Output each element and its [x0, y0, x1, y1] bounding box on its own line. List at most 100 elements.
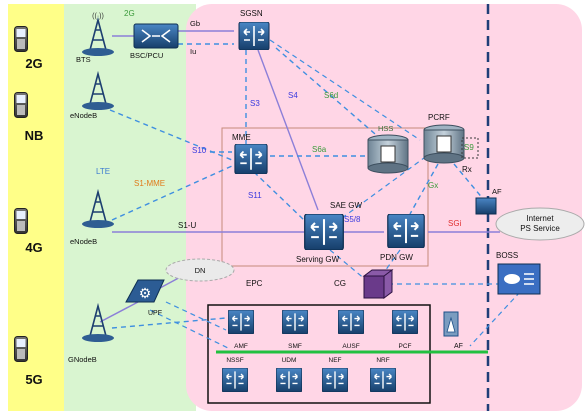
pcrf-label: PCRF: [428, 113, 450, 122]
tower-icon: [89, 188, 107, 223]
phone-icon: [14, 208, 28, 234]
gnodeb-tower: GNodeB: [68, 302, 114, 364]
nf-icon: [228, 310, 254, 334]
s9-box: [461, 137, 479, 159]
tower-base: [82, 220, 114, 228]
sgsn-node: SGSN: [237, 9, 271, 50]
link-s4: [257, 49, 319, 211]
internet-label: Internet: [526, 214, 554, 223]
phone-icon: [14, 26, 28, 52]
enodeb-nb-tower: eNodeB: [70, 70, 114, 120]
access-band: [64, 4, 196, 411]
core-band: [186, 4, 582, 411]
nf-label-top-0: AMF: [234, 343, 248, 350]
tower-base: [82, 48, 114, 56]
tower-icon: [89, 70, 107, 105]
bsc-label: BSC/PCU: [130, 51, 163, 60]
iface-s6a: S6a: [312, 145, 327, 154]
link-upf-bus: [149, 309, 229, 349]
link-rx: [453, 163, 485, 201]
wave-icon: ((·)): [92, 13, 104, 20]
boss-label: BOSS: [496, 251, 518, 260]
iface-rx: Rx: [462, 165, 472, 174]
tower-icon: [89, 302, 107, 337]
link-upf-5gc: [165, 301, 227, 331]
nf-label-bottom-3: NRF: [376, 357, 389, 364]
nf-icon: [222, 368, 248, 392]
link-s11: [253, 171, 305, 221]
upf-icon: [125, 279, 165, 303]
pcrf-node: PCRF: [423, 113, 479, 164]
iface-s10: S10: [192, 146, 207, 155]
bts-label: BTS: [76, 55, 91, 64]
link-sgw-cg: [329, 249, 367, 281]
lte-label: LTE: [96, 167, 110, 176]
iface-s9: S9: [464, 143, 474, 152]
nf-label-top-1: SMF: [288, 343, 302, 350]
5g-core-functions: AMF SMF AUSF PCF NSSF UDM NEF NRF: [222, 310, 418, 392]
hss-node: HSS: [367, 124, 409, 174]
gnodeb-label: GNodeB: [68, 355, 97, 364]
enodeb-lte-label: eNodeB: [70, 237, 97, 246]
gear-icon: ⚙: [139, 285, 152, 301]
mme-node: MME: [232, 133, 269, 174]
nf-icon: [392, 310, 418, 334]
dn-cloud: DN: [165, 258, 235, 282]
nf-icon: [338, 310, 364, 334]
nf-icon: [282, 310, 308, 334]
sae-gw-label: SAE GW: [330, 201, 362, 210]
phone-icon: [14, 336, 28, 362]
nf-icon: [370, 368, 396, 392]
pdn-gw-label: PDN GW: [380, 253, 413, 262]
5g-core-box: [207, 304, 431, 404]
pdn-gw-icon: [386, 214, 426, 248]
iface-s5s8: S5/8: [344, 215, 361, 224]
af-5g-label: AF: [454, 343, 463, 350]
document-icon: [436, 135, 452, 153]
nf-label-bottom-0: NSSF: [226, 357, 243, 364]
5g-af-node: AF: [443, 311, 463, 350]
nf-label-top-2: AUSF: [342, 343, 359, 350]
nf-label-top-3: PCF: [399, 343, 412, 350]
tower-base: [82, 334, 114, 342]
serving-gw-label: Serving GW: [296, 255, 340, 264]
iface-iu: Iu: [190, 47, 196, 56]
ps-service-label: PS Service: [520, 224, 560, 233]
sgsn-icon: [237, 22, 271, 50]
nf-label-bottom-1: UDM: [282, 357, 297, 364]
af-icon: [475, 197, 497, 215]
link-gx: [409, 163, 439, 215]
tower-base: [82, 102, 114, 110]
iface-gb: Gb: [190, 19, 200, 28]
dn-label: DN: [195, 266, 206, 275]
af-label: AF: [492, 187, 502, 196]
generation-label-4g: 4G: [25, 240, 42, 255]
iface-sgi: SGi: [448, 219, 462, 228]
background-bands: [8, 4, 582, 411]
generation-label-2g: 2G: [25, 56, 42, 71]
iface-s6d: S6d: [324, 91, 338, 100]
cg-icon: [363, 275, 385, 299]
af-node: AF: [475, 187, 502, 215]
upf-label: UPF: [148, 310, 162, 317]
generation-label-nb: NB: [25, 128, 44, 143]
iface-s11: S11: [248, 191, 262, 200]
serving-gw-icon: [304, 214, 344, 250]
cloud-icon: [165, 258, 235, 282]
link-gnodeb-5gc: [111, 317, 227, 329]
nf-icon: [276, 368, 302, 392]
label-2g-link: 2G: [124, 9, 135, 18]
boss-node: BOSS: [496, 251, 541, 295]
mme-label: MME: [232, 133, 251, 142]
iface-s3: S3: [250, 99, 260, 108]
epc-box: [221, 127, 429, 267]
link-s1mme-lte: [111, 165, 233, 221]
link-s1mme-nb: [109, 109, 233, 161]
upf-node: ⚙ UPF: [125, 279, 165, 317]
iface-s1mme: S1-MME: [134, 179, 165, 188]
generation-column: 2G NB 4G 5G: [14, 26, 44, 387]
nf-label-bottom-2: NEF: [329, 357, 342, 364]
mme-icon: [233, 144, 269, 174]
